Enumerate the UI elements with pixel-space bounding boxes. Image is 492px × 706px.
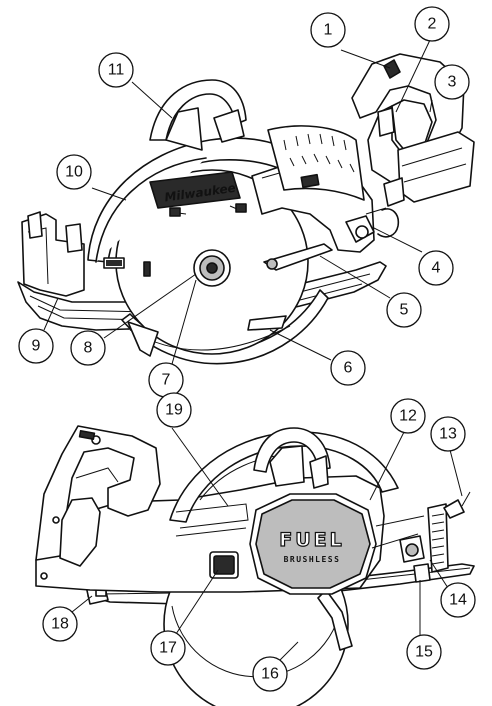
svg-text:5: 5 [400, 302, 409, 319]
callout-8: 8 [70, 330, 106, 366]
svg-text:2: 2 [428, 16, 437, 33]
callout-7: 7 [148, 362, 184, 398]
svg-text:6: 6 [344, 360, 353, 377]
fuel-logo-text: FUEL [279, 529, 345, 551]
callout-13: 13 [430, 416, 466, 452]
svg-text:4: 4 [432, 260, 441, 277]
callout-14: 14 [440, 582, 476, 618]
svg-text:12: 12 [399, 408, 417, 425]
svg-text:1: 1 [324, 22, 333, 39]
callout-1: 1 [310, 12, 346, 48]
callout-10: 10 [56, 154, 92, 190]
callout-18: 18 [42, 606, 78, 642]
saw-top-view: Milwaukee [17, 53, 475, 365]
bevel-scale [267, 125, 365, 201]
svg-text:17: 17 [159, 640, 177, 657]
svg-text:11: 11 [108, 62, 125, 79]
svg-text:14: 14 [449, 592, 467, 609]
svg-text:8: 8 [84, 340, 93, 357]
motor-cap: FUEL BRUSHLESS [249, 493, 377, 595]
rear-handle-side [35, 425, 161, 561]
rafter-hook [377, 208, 400, 238]
svg-text:13: 13 [439, 426, 457, 443]
callout-9: 9 [18, 328, 54, 364]
leader-lines [43, 39, 463, 661]
callout-2: 2 [414, 6, 450, 42]
lock-off-button [383, 59, 401, 79]
saw-bottom-view: FUEL BRUSHLESS [35, 425, 475, 706]
callout-17: 17 [150, 630, 186, 666]
front-handle-side [253, 427, 331, 473]
svg-text:19: 19 [165, 402, 183, 419]
callout-6: 6 [330, 350, 366, 386]
callout-16: 16 [252, 656, 288, 692]
brushless-logo-text: BRUSHLESS [284, 555, 341, 564]
blade-clamp-arbor [193, 249, 231, 287]
upper-guard-side [169, 431, 399, 523]
bevel-stop [413, 563, 431, 583]
svg-text:3: 3 [448, 74, 457, 91]
svg-text:10: 10 [65, 164, 83, 181]
front-handle [149, 79, 247, 141]
callout-4: 4 [418, 250, 454, 286]
svg-text:9: 9 [32, 338, 41, 355]
svg-text:16: 16 [261, 666, 279, 683]
callouts: 1 2 3 4 5 6 7 8 9 10 11 12 13 14 15 16 1… [18, 6, 476, 692]
callout-15: 15 [406, 634, 442, 670]
callout-3: 3 [434, 64, 470, 100]
callout-11: 11 [98, 52, 134, 88]
svg-text:18: 18 [51, 616, 69, 633]
brand-label-plate [149, 171, 241, 209]
depth-adjust-lever [443, 499, 465, 519]
bevel-scale-side [427, 503, 449, 573]
trigger [377, 107, 395, 137]
callout-5: 5 [386, 292, 422, 328]
callout-12: 12 [390, 398, 426, 434]
callout-19: 19 [156, 392, 192, 428]
svg-text:7: 7 [162, 372, 171, 389]
svg-text:15: 15 [415, 644, 433, 661]
